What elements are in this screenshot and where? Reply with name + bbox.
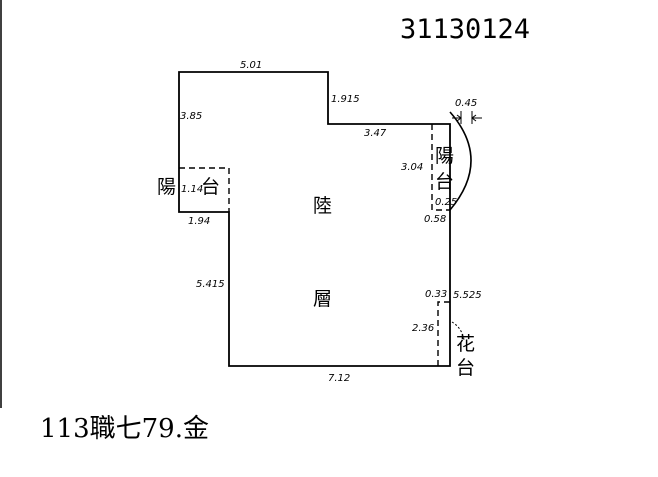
dim-left-lower: 5.415 [196,279,225,290]
right-balcony-label-1: 陽 [435,145,454,167]
right-balcony-arc [449,111,472,211]
dim-right-balcony-height: 3.04 [401,162,423,173]
main-room-label-2: 層 [313,288,332,310]
planter-label-2: 台 [456,357,475,379]
document-number: 31130124 [400,14,530,45]
dim-right-mid: 0.58 [424,214,446,225]
dim-left-lower-step: 1.94 [188,216,210,227]
right-balcony-dashed [431,124,450,211]
left-balcony-label-2: 台 [201,176,220,198]
dim-right-step: 0.33 [425,289,447,300]
main-room-label-1: 陸 [313,195,332,217]
dim-notch-horizontal: 3.47 [364,128,387,139]
dim-right-lower: 5.525 [453,290,482,301]
balcony-depth-arrow-right [471,114,482,122]
dim-left-balcony: 1.14 [181,184,203,195]
planter-leader [451,321,465,341]
planter-label-1: 花 [456,333,475,355]
footer-code: 113職七79.金 [40,414,209,444]
dim-left-upper: 3.85 [180,111,202,122]
planter-outline [437,301,450,366]
balcony-depth-arrow-left [452,114,462,122]
dim-planter-height: 2.36 [412,323,434,334]
left-balcony-label-1: 陽 [157,176,176,198]
dim-top: 5.01 [240,60,262,71]
dim-balcony-depth: 0.45 [455,98,477,109]
floor-outline [178,71,451,367]
dim-bottom: 7.12 [328,373,350,384]
left-balcony-outline [179,167,230,212]
dim-balcony-small: 0.25 [435,197,457,208]
right-balcony-label-2: 台 [435,171,454,193]
dim-notch-vertical: 1.915 [331,94,360,105]
